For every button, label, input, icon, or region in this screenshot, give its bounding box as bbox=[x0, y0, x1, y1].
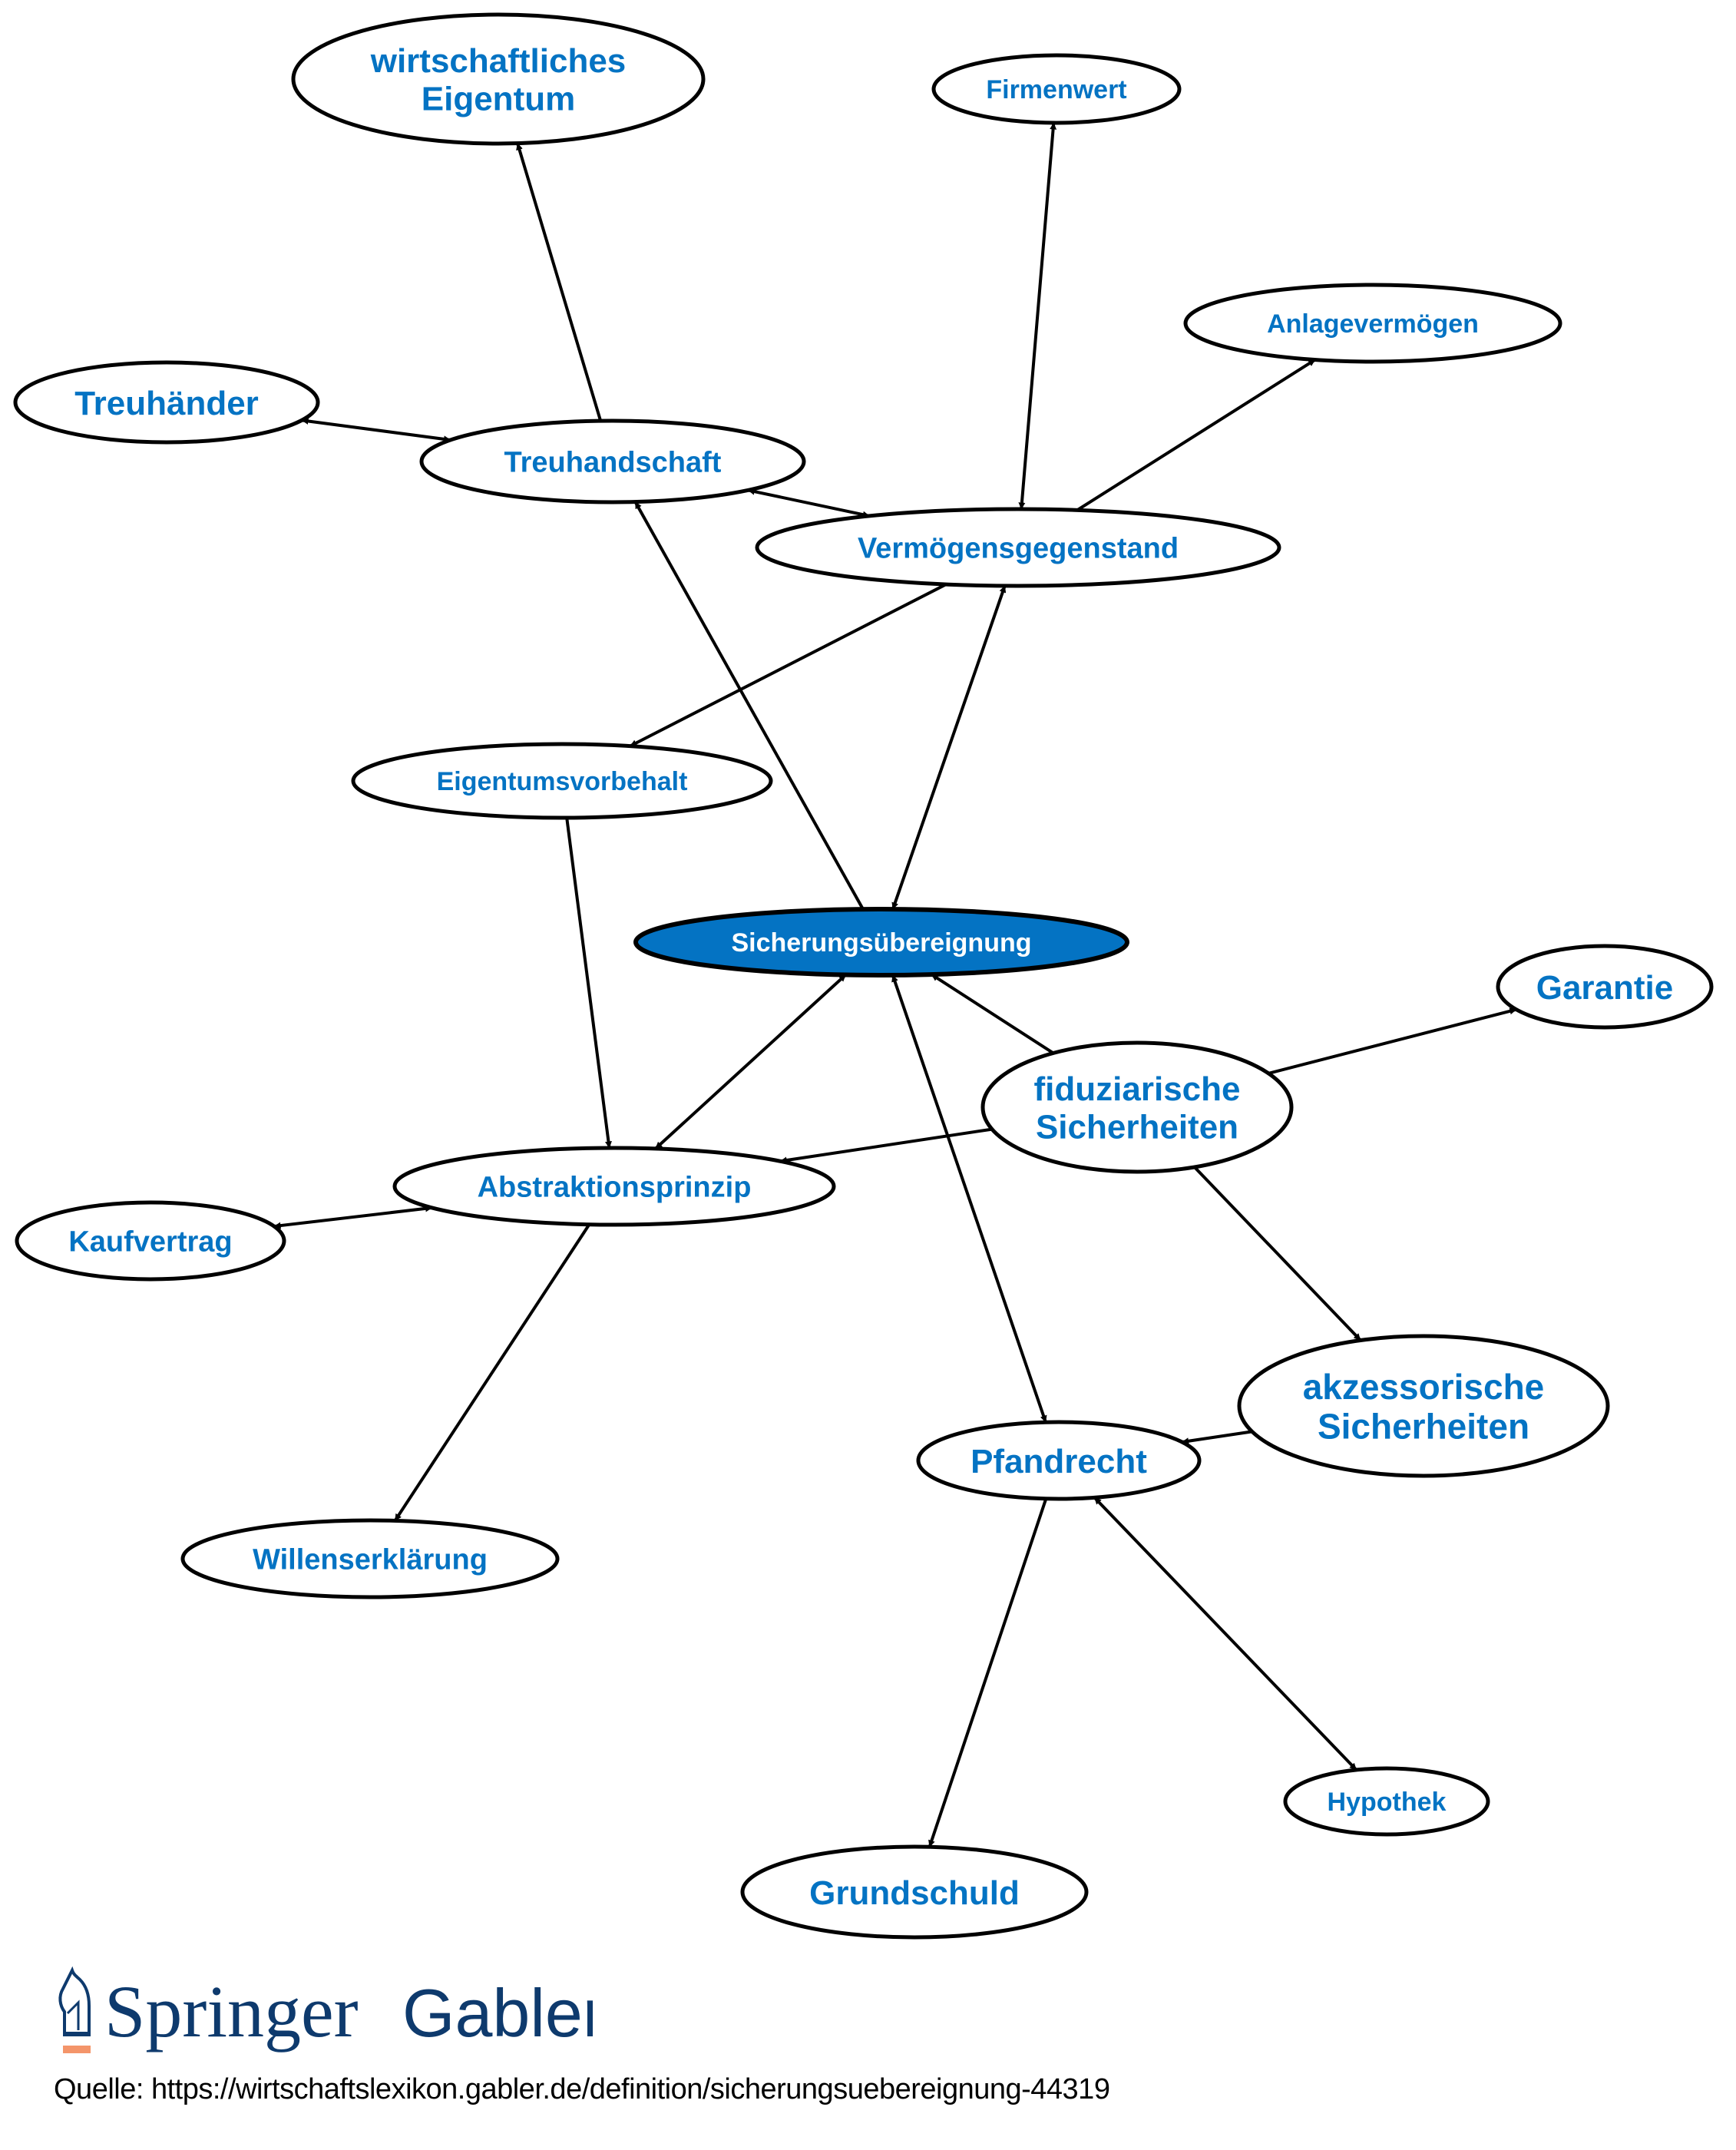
node-ellipse[interactable] bbox=[755, 507, 1281, 588]
node-label: Eigentumsvorbehalt bbox=[437, 767, 688, 796]
node-ellipse[interactable] bbox=[392, 1146, 836, 1227]
node-label: Willenserklärung bbox=[253, 1544, 488, 1576]
source-link[interactable]: Quelle: https://wirtschaftslexikon.gable… bbox=[54, 2073, 1110, 2105]
node-label: Treuhandschaft bbox=[504, 447, 722, 479]
node-ellipse[interactable] bbox=[291, 12, 706, 146]
node-label: wirtschaftliches bbox=[370, 42, 627, 80]
edge-abstraktionsprinzip-to-willenserklaerung bbox=[393, 1223, 591, 1522]
node-label: Sicherheiten bbox=[1036, 1108, 1238, 1146]
edge-pfandrecht-to-hypothek bbox=[1093, 1496, 1357, 1771]
node-label: Sicherungsübereignung bbox=[731, 928, 1031, 958]
node-kaufvertrag[interactable]: Kaufvertrag bbox=[15, 1200, 286, 1282]
edge-treuhandschaft-to-vermoegensgegenstand bbox=[747, 488, 870, 518]
brand-springer: Springer bbox=[104, 1970, 359, 2052]
node-ellipse[interactable] bbox=[1183, 283, 1562, 364]
edge-kaufvertrag-to-abstraktionsprinzip bbox=[273, 1205, 433, 1229]
edge-pfandrecht-to-grundschuld bbox=[928, 1498, 1048, 1847]
edge-sicherungsuebereignung-to-pfandrecht bbox=[891, 974, 1047, 1423]
node-label: Hypothek bbox=[1328, 1788, 1447, 1817]
node-ellipse[interactable] bbox=[13, 360, 320, 445]
node-vermoegensgegenstand[interactable]: Vermögensgegenstand bbox=[755, 507, 1281, 588]
node-ellipse[interactable] bbox=[633, 907, 1129, 977]
edge-fiduziarische_sicherheiten-to-sicherungsuebereignung bbox=[931, 973, 1054, 1055]
node-ellipse[interactable] bbox=[1283, 1766, 1490, 1837]
edge-treuhandschaft-to-wirtschaftliches_eigentum bbox=[516, 143, 603, 422]
node-label: Garantie bbox=[1536, 969, 1674, 1007]
node-eigentumsvorbehalt[interactable]: Eigentumsvorbehalt bbox=[351, 742, 773, 820]
node-label: Sicherheiten bbox=[1318, 1406, 1529, 1446]
node-willenserklaerung[interactable]: Willenserklärung bbox=[180, 1518, 560, 1599]
springer-gabler-logo: Springer Gabler bbox=[58, 1966, 593, 2053]
edge-sicherungsuebereignung-to-abstraktionsprinzip bbox=[654, 974, 847, 1150]
node-treuhaender[interactable]: Treuhänder bbox=[13, 360, 320, 445]
edge-akzessorische_sicherheiten-to-pfandrecht bbox=[1182, 1430, 1253, 1445]
edge-eigentumsvorbehalt-to-abstraktionsprinzip bbox=[565, 817, 612, 1149]
edge-firmenwert-to-vermoegensgegenstand bbox=[1018, 122, 1057, 510]
brand-gabler: Gabler bbox=[402, 1975, 593, 2051]
node-ellipse[interactable] bbox=[351, 742, 773, 820]
node-ellipse[interactable] bbox=[419, 418, 806, 504]
edge-sicherungsuebereignung-to-vermoegensgegenstand bbox=[891, 585, 1007, 910]
edge-fiduziarische_sicherheiten-to-akzessorische_sicherheiten bbox=[1193, 1166, 1362, 1341]
node-sicherungsuebereignung[interactable]: Sicherungsübereignung bbox=[633, 907, 1129, 977]
brand-accent-bar bbox=[63, 2046, 91, 2053]
node-firmenwert[interactable]: Firmenwert bbox=[931, 53, 1182, 125]
edge-treuhaender-to-treuhandschaft bbox=[301, 417, 451, 443]
node-ellipse[interactable] bbox=[740, 1844, 1089, 1940]
node-ellipse[interactable] bbox=[15, 1200, 286, 1282]
edge-fiduziarische_sicherheiten-to-garantie bbox=[1268, 1007, 1517, 1075]
node-label: fiduziarische bbox=[1034, 1070, 1241, 1108]
node-ellipse[interactable] bbox=[180, 1518, 560, 1599]
node-hypothek[interactable]: Hypothek bbox=[1283, 1766, 1490, 1837]
node-ellipse[interactable] bbox=[931, 53, 1182, 125]
node-label: Vermögensgegenstand bbox=[858, 533, 1179, 565]
node-label: Anlagevermögen bbox=[1267, 309, 1479, 339]
node-grundschuld[interactable]: Grundschuld bbox=[740, 1844, 1089, 1940]
node-ellipse[interactable] bbox=[1237, 1334, 1610, 1478]
edges bbox=[273, 122, 1517, 1847]
node-label: Firmenwert bbox=[986, 75, 1126, 104]
edge-vermoegensgegenstand-to-eigentumsvorbehalt bbox=[629, 583, 947, 748]
node-treuhandschaft[interactable]: Treuhandschaft bbox=[419, 418, 806, 504]
node-ellipse[interactable] bbox=[916, 1420, 1202, 1501]
node-label: Pfandrecht bbox=[971, 1443, 1147, 1480]
node-label: Abstraktionsprinzip bbox=[478, 1172, 752, 1204]
edge-fiduziarische_sicherheiten-to-abstraktionsprinzip bbox=[779, 1127, 993, 1164]
edge-sicherungsuebereignung-to-treuhandschaft bbox=[633, 501, 865, 911]
node-label: Eigentum bbox=[422, 80, 575, 117]
node-abstraktionsprinzip[interactable]: Abstraktionsprinzip bbox=[392, 1146, 836, 1227]
node-label: akzessorische bbox=[1303, 1367, 1545, 1407]
springer-horse-icon bbox=[58, 1966, 91, 2053]
node-ellipse[interactable] bbox=[1496, 944, 1714, 1030]
node-ellipse[interactable] bbox=[980, 1040, 1294, 1174]
edge-vermoegensgegenstand-to-anlagevermoegen bbox=[1076, 358, 1316, 511]
node-anlagevermoegen[interactable]: Anlagevermögen bbox=[1183, 283, 1562, 364]
node-pfandrecht[interactable]: Pfandrecht bbox=[916, 1420, 1202, 1501]
node-label: Kaufvertrag bbox=[68, 1226, 232, 1259]
node-garantie[interactable]: Garantie bbox=[1496, 944, 1714, 1030]
node-label: Grundschuld bbox=[809, 1874, 1020, 1912]
node-label: Treuhänder bbox=[74, 385, 259, 422]
